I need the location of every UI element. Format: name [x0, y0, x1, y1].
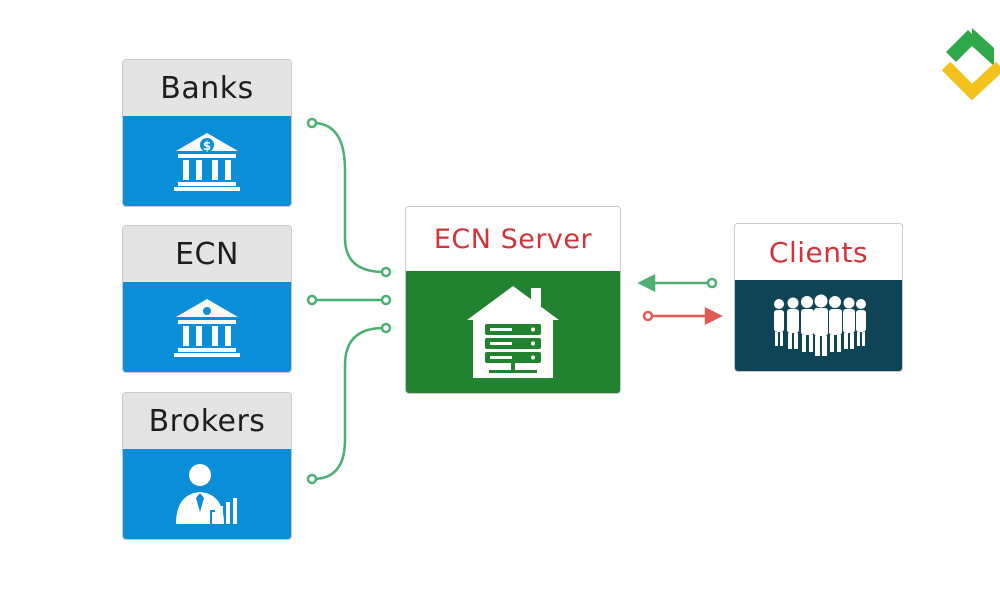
ecn-server-card: ECN Server [405, 206, 621, 394]
connector-dot [380, 266, 392, 278]
connector-banks [312, 121, 385, 274]
brokers-icon-area [123, 449, 291, 539]
ecn-title: ECN [123, 226, 291, 282]
connector-brokers [312, 326, 385, 481]
ecn-server-title: ECN Server [406, 207, 620, 271]
brand-logo-icon [941, 28, 1000, 101]
broker-chart-icon [176, 464, 237, 524]
connector-dot [306, 473, 318, 485]
server-house-icon [467, 286, 559, 378]
ecn-icon-area [123, 282, 291, 372]
clients-title: Clients [735, 224, 902, 280]
banks-title: Banks [123, 60, 291, 116]
bank-dollar-icon: $ [174, 133, 240, 191]
brokers-card: Brokers [122, 392, 292, 540]
svg-text:$: $ [203, 139, 211, 153]
ecn-card: ECN [122, 225, 292, 373]
connector-dot [380, 294, 392, 306]
brokers-title: Brokers [123, 393, 291, 449]
arrow-to-server [637, 273, 718, 293]
clients-icon-area [735, 280, 902, 371]
clients-card: Clients [734, 223, 903, 372]
banks-icon-area: $ [123, 116, 291, 206]
connector-dot [306, 294, 318, 306]
connector-dot [380, 322, 392, 334]
banks-card: Banks $ [122, 59, 292, 207]
arrow-to-clients [642, 306, 723, 326]
bank-icon [174, 299, 240, 357]
connector-dot [306, 117, 318, 129]
ecn-server-icon-area [406, 271, 620, 393]
people-group-icon [773, 294, 866, 356]
